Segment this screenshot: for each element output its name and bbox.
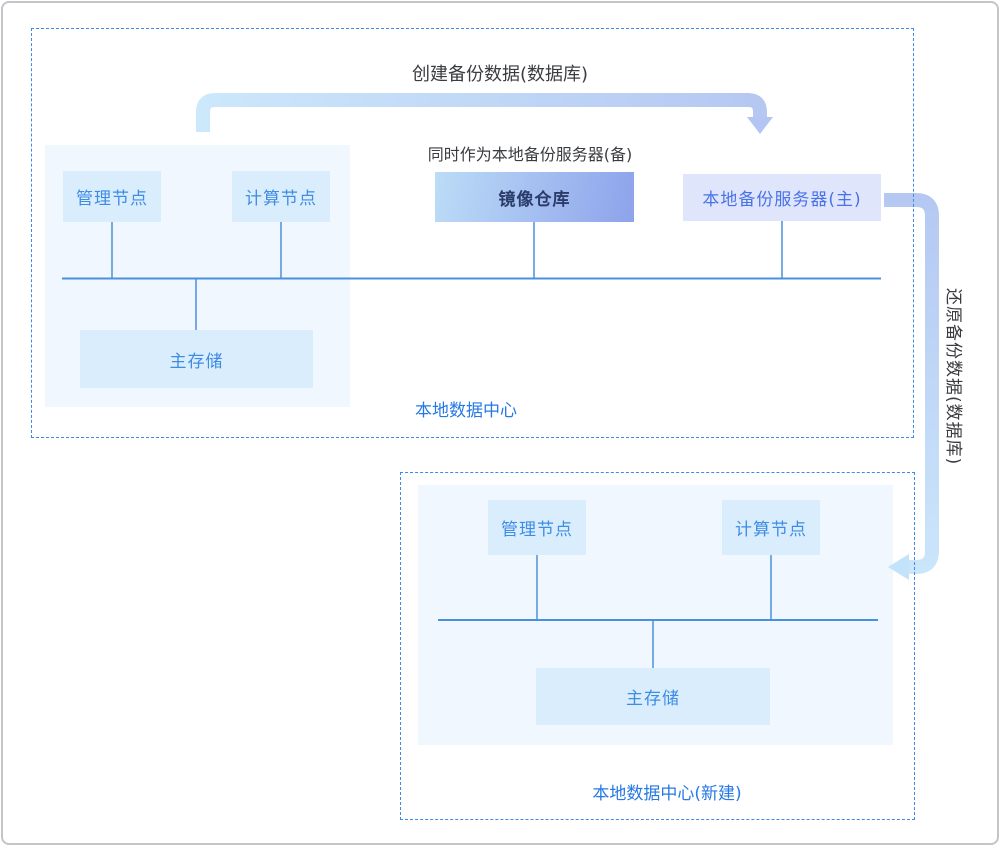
- restore-backup-label: 还原备份数据(数据库): [943, 288, 963, 466]
- dc2-label: 本地数据中心(新建): [592, 784, 742, 804]
- dc2-node-storage: 主存储: [536, 668, 770, 725]
- dc1-node-connectors: [111, 221, 783, 330]
- dc1-boundary: [31, 28, 914, 438]
- dc1-node-storage: 主存储: [80, 330, 313, 388]
- create-backup-arrow-head: [747, 117, 773, 134]
- dc2-boundary: [400, 472, 915, 820]
- dc2-node-compute: 计算节点: [722, 500, 820, 555]
- restore-backup-arrow-shaft: [884, 193, 939, 574]
- create-backup-label: 创建备份数据(数据库): [411, 64, 589, 85]
- restore-backup-arrow-head: [888, 554, 909, 580]
- dc1-label: 本地数据中心: [415, 401, 517, 421]
- standby-note-label: 同时作为本地备份服务器(备): [427, 145, 633, 164]
- dc1-node-mirror-repo: 镜像仓库: [435, 172, 634, 222]
- dc1-node-compute: 计算节点: [232, 171, 330, 222]
- dc1-node-mgmt: 管理节点: [63, 171, 161, 222]
- dc1-node-backup-primary: 本地备份服务器(主): [683, 174, 881, 221]
- create-backup-arrow-shaft: [196, 93, 767, 132]
- dc2-node-mgmt: 管理节点: [488, 500, 586, 555]
- dc2-node-connectors: [536, 555, 772, 668]
